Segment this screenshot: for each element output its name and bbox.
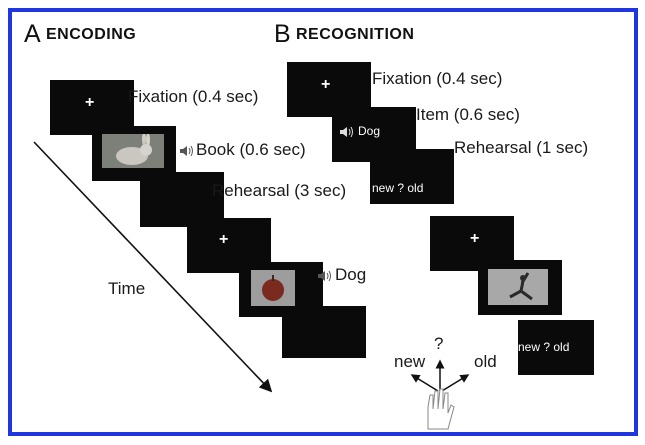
encoding-rehearsal-screen — [140, 172, 224, 227]
panel-a-letter: A — [24, 20, 41, 48]
encoding-item-screen-2 — [239, 262, 323, 317]
panel-b-title: RECOGNITION — [296, 26, 415, 43]
recognition-rehearsal-screen: new ? old — [370, 149, 454, 204]
encoding-fixation-label: Fixation (0.4 sec) — [128, 87, 259, 106]
recognition-item-screen-2 — [478, 260, 562, 315]
time-arrow — [33, 141, 273, 393]
recognition-item-label: Item (0.6 sec) — [416, 105, 520, 124]
encoding-item-label: Book (0.6 sec) — [196, 140, 306, 159]
yoga-image — [488, 269, 548, 305]
figure-frame: A ENCODING B RECOGNITION + Fixation (0.4… — [8, 8, 638, 436]
encoding-fixation-screen-2: + — [187, 218, 271, 273]
encoding-rehearsal-label: Rehearsal (3 sec) — [212, 181, 347, 200]
recognition-prompt-2: new ? old — [518, 340, 570, 354]
response-new: new — [394, 352, 426, 371]
recognition-item-word: Dog — [358, 124, 381, 138]
fixation-cross: + — [470, 230, 480, 247]
encoding-item2-label: Dog — [335, 265, 367, 284]
encoding-final-screen — [282, 306, 366, 358]
speaker-icon — [318, 270, 331, 282]
speaker-icon — [340, 126, 353, 138]
recognition-fixation-label: Fixation (0.4 sec) — [372, 69, 503, 88]
fixation-cross: + — [219, 231, 229, 248]
fixation-cross: + — [85, 94, 95, 111]
recognition-final-screen: new ? old — [518, 320, 594, 375]
rabbit-image — [102, 134, 164, 168]
encoding-fixation-screen: + — [50, 80, 134, 135]
response-old: old — [474, 352, 497, 371]
apple-image — [251, 270, 295, 306]
hand-icon — [427, 388, 455, 430]
response-arrows — [410, 359, 470, 430]
panel-b-letter: B — [274, 20, 291, 48]
panel-a-title: ENCODING — [46, 26, 137, 43]
response-question: ? — [434, 334, 444, 353]
recognition-rehearsal-label: Rehearsal (1 sec) — [454, 138, 589, 157]
fixation-cross: + — [321, 76, 331, 93]
time-label: Time — [108, 279, 146, 298]
recognition-prompt: new ? old — [372, 181, 424, 195]
speaker-icon — [180, 145, 193, 157]
encoding-item-screen — [92, 126, 176, 181]
